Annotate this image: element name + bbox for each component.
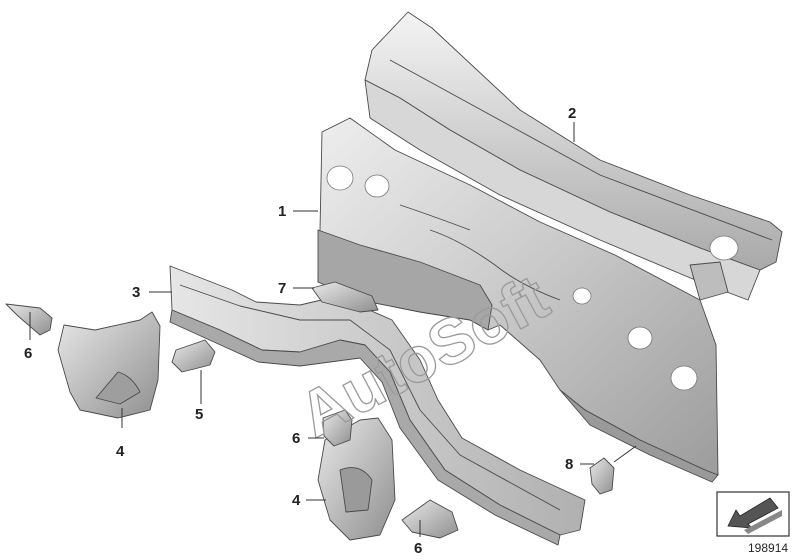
clip-part (589, 457, 615, 495)
bulkhead-panel-part (317, 117, 719, 483)
callout-leaders (29, 122, 637, 537)
bracket-part-6b (322, 409, 353, 447)
wheelhouse-bracket-part-left (57, 311, 161, 419)
callout-4a: 4 (116, 443, 125, 460)
document-number: 198914 (748, 541, 788, 555)
gusset-part (171, 339, 216, 373)
cowl-beam-part (364, 11, 783, 301)
callout-6b: 6 (292, 430, 300, 447)
floor-rail-part (169, 265, 586, 546)
wheelhouse-bracket-part-lower (317, 417, 396, 541)
callout-4b: 4 (292, 492, 301, 509)
bracket-part-6c (401, 499, 459, 539)
callout-5: 5 (195, 406, 203, 423)
callout-8: 8 (565, 456, 573, 473)
callout-6c: 6 (414, 540, 422, 557)
callout-6a: 6 (24, 345, 32, 362)
bracket-part-6a (5, 303, 53, 336)
callout-labels: 1 2 3 4 4 5 6 6 6 7 8 (24, 105, 576, 557)
callout-7: 7 (278, 280, 286, 297)
mounting-plate-part (311, 281, 379, 313)
callout-1: 1 (278, 203, 286, 220)
callout-3: 3 (132, 284, 140, 301)
arrow-stamp-icon (716, 491, 790, 537)
callout-2: 2 (568, 105, 576, 122)
